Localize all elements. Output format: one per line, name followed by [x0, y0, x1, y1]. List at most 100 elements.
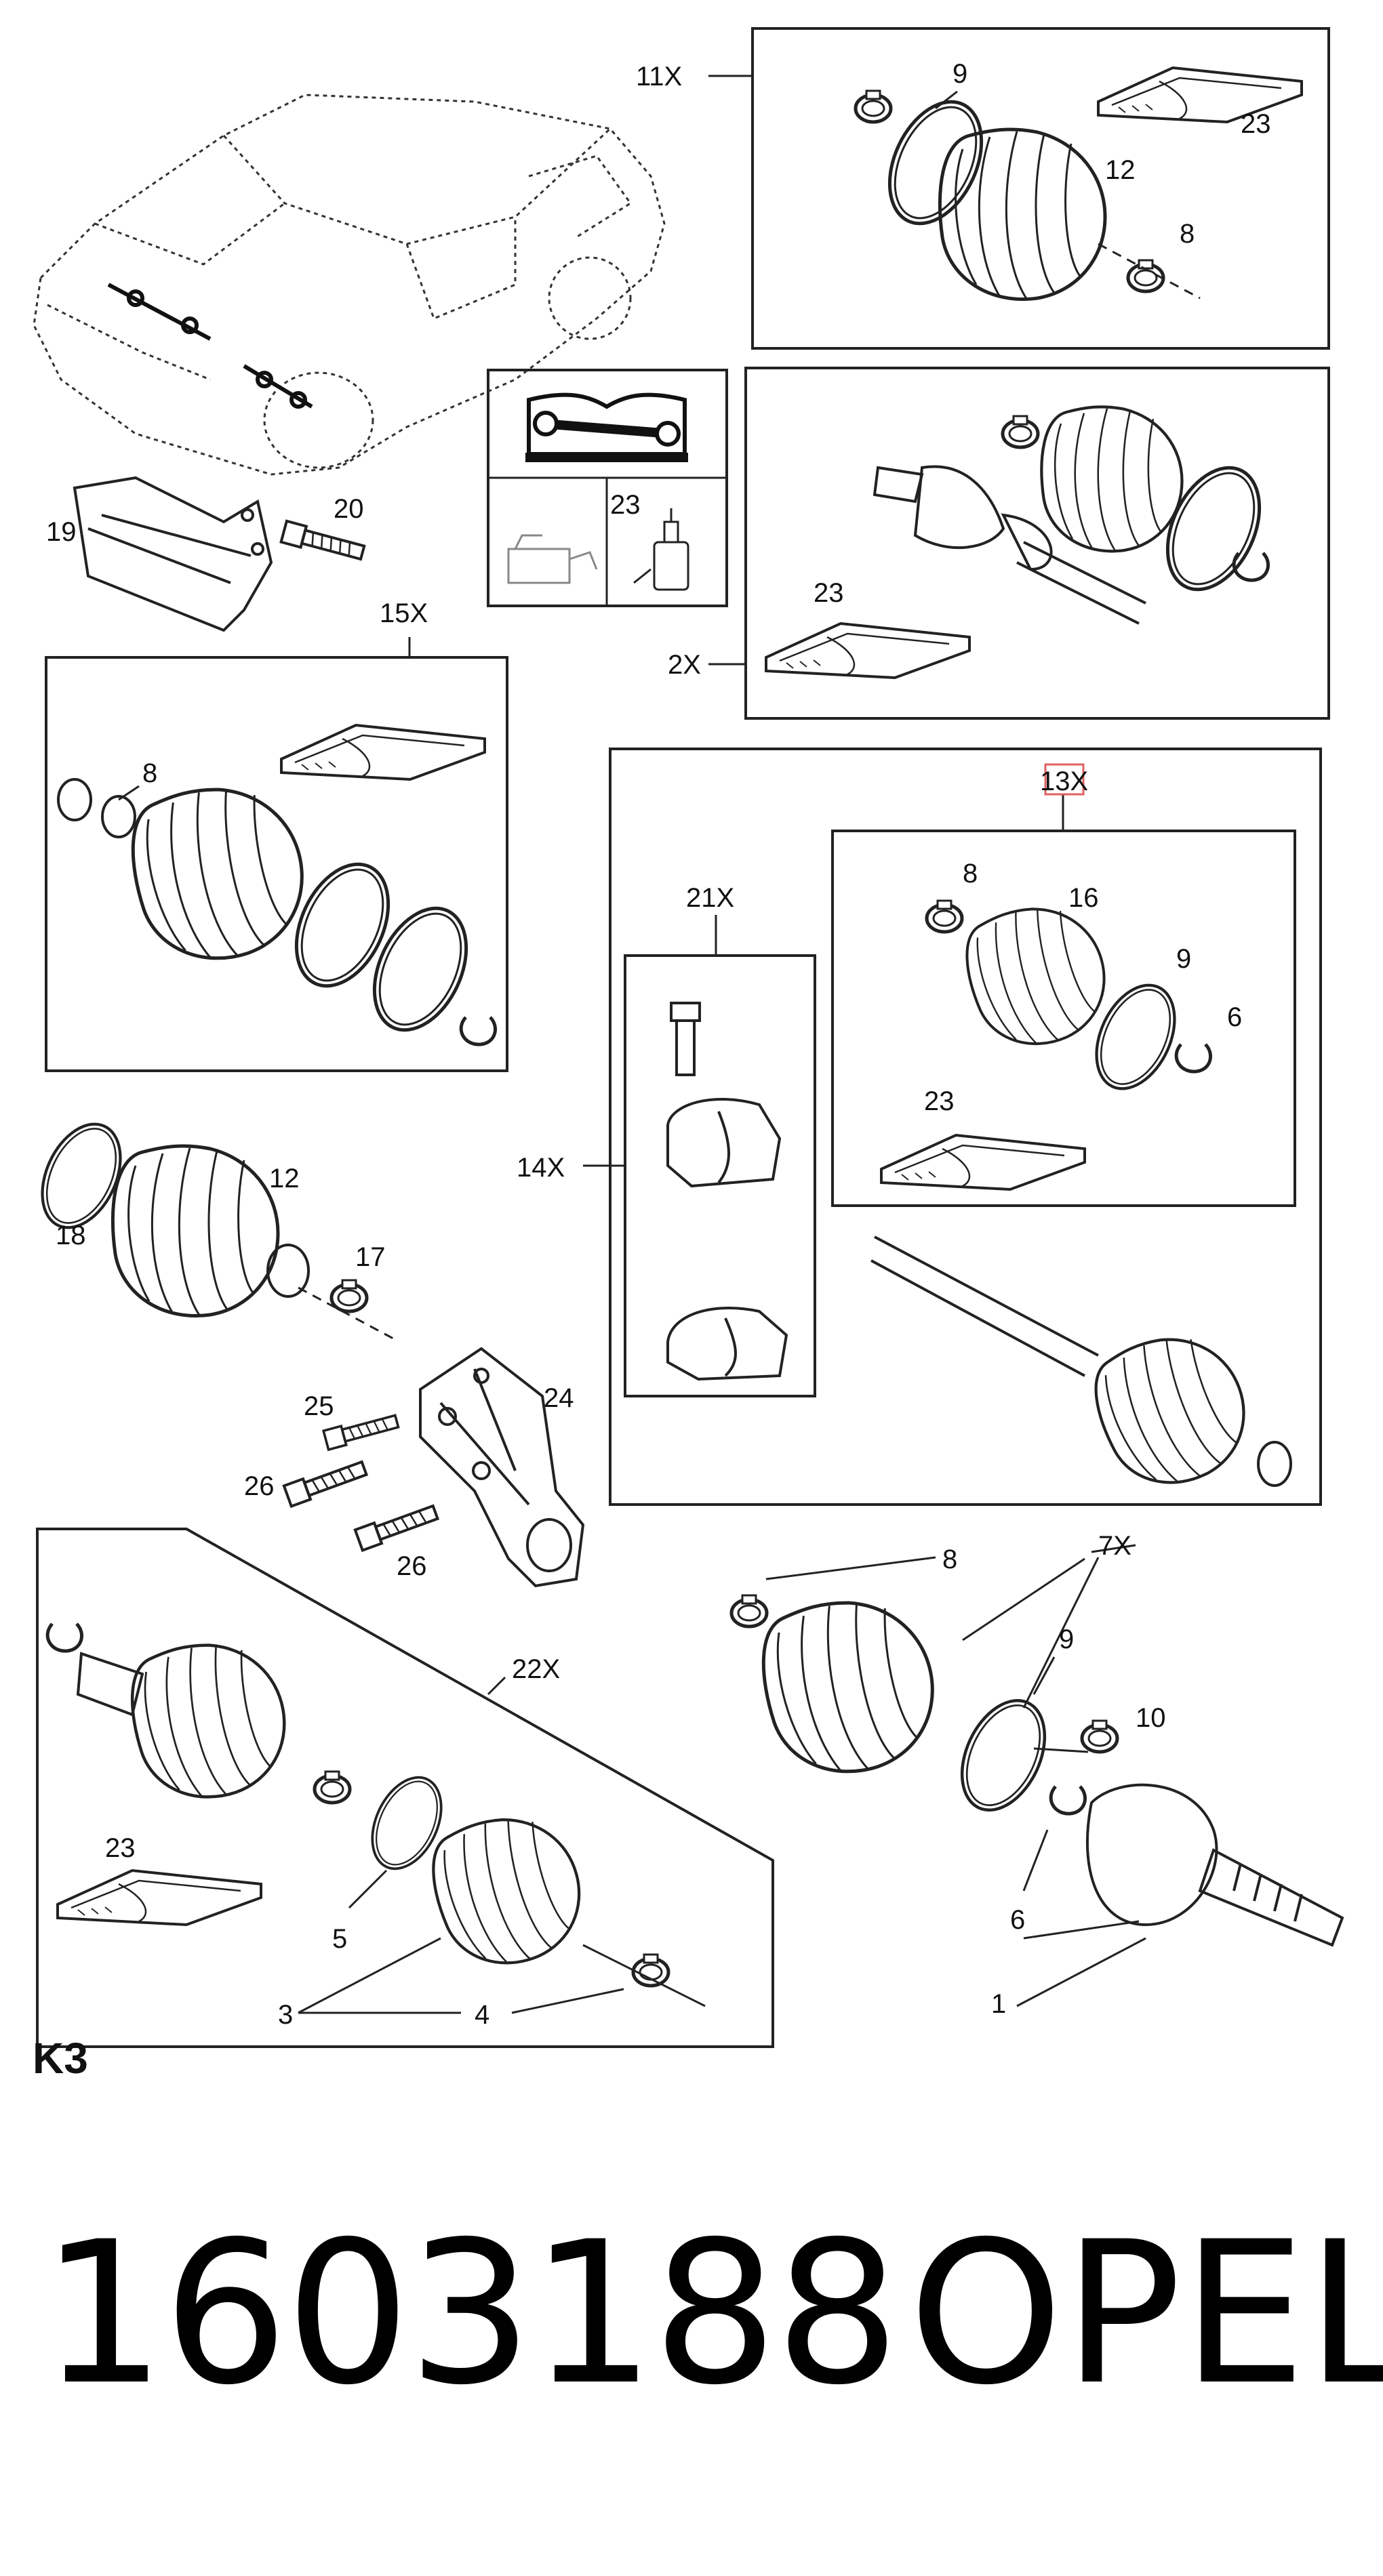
ring-5: [357, 1765, 456, 1881]
callout-26-b: 26: [397, 1551, 427, 1581]
clamp-22x-a: [315, 1772, 350, 1803]
ring-13x: [1081, 973, 1190, 1101]
bolt-26-b: [353, 1500, 441, 1552]
clamp-13x: [927, 901, 962, 932]
kit-22x-frame: [36, 1528, 774, 2048]
collar-12-mid: [266, 1244, 310, 1298]
callout-18: 18: [56, 1221, 86, 1250]
ring-15x-a: [57, 778, 92, 821]
callout-6-13x: 6: [1227, 1002, 1242, 1032]
shaft-joint-2x: [873, 465, 1146, 625]
callout-25: 25: [304, 1391, 334, 1421]
kit-2x-frame: [744, 367, 1330, 720]
boot-7x: [753, 1589, 946, 1785]
clamp-8-lower: [731, 1595, 767, 1627]
driveshaft-14x: [870, 1235, 1099, 1377]
bracket-21x-lower: [666, 1307, 788, 1381]
callout-4: 4: [475, 2000, 489, 2030]
callout-9-top: 9: [953, 59, 967, 89]
grease-tube-icon: [633, 508, 689, 591]
boot-3: [422, 1803, 595, 1979]
spline-14x: [1257, 1441, 1292, 1487]
callout-9-13x: 9: [1176, 944, 1191, 974]
circlip-15x: [461, 1017, 495, 1044]
callout-8-15x: 8: [142, 758, 157, 788]
callout-12-top: 12: [1105, 155, 1136, 185]
callout-15x: 15X: [380, 598, 428, 628]
boot-15x: [123, 775, 315, 972]
callout-26-a: 26: [244, 1471, 275, 1501]
callout-2x: 2X: [668, 650, 701, 680]
callout-1: 1: [991, 1989, 1006, 2019]
clamp-10: [1082, 1721, 1117, 1752]
callout-7x: 7X: [1098, 1531, 1131, 1561]
circlip-6-lower: [1051, 1786, 1085, 1814]
callout-5: 5: [332, 1924, 347, 1954]
boot-2x: [1041, 407, 1182, 551]
clamp-2x: [1003, 416, 1038, 447]
page-code: K3: [33, 2034, 88, 2083]
outer-joint-1: [1086, 1783, 1344, 1947]
callout-8-top: 8: [1180, 219, 1195, 249]
car-driveshaft-highlight: [107, 283, 313, 409]
kit-14x-frame: [609, 748, 1322, 1506]
sachet-23-2x: [765, 622, 971, 679]
sachet-23-top: [1097, 66, 1303, 123]
callout-23-2x: 23: [814, 578, 844, 608]
callout-8-13x: 8: [963, 859, 978, 888]
leader-lines: [118, 75, 1146, 2014]
oil-can-icon: [507, 534, 598, 584]
kit-21x-frame: [624, 954, 816, 1397]
ring-15x-c: [278, 850, 406, 1001]
sachet-23-22x: [56, 1869, 262, 1926]
callout-22x: 22X: [512, 1654, 560, 1684]
callout-8-lower: 8: [942, 1545, 957, 1574]
callout-9-lower: 9: [1059, 1624, 1074, 1654]
highlight-13x: [1044, 763, 1085, 796]
bracket-21x-upper: [666, 1098, 782, 1188]
callout-23-top: 23: [1241, 109, 1271, 139]
callout-14x: 14X: [517, 1153, 565, 1183]
clamp-22x-b: [633, 1955, 668, 1986]
callout-23-13x: 23: [924, 1086, 955, 1116]
bracket-24: [419, 1347, 585, 1588]
circlip-6-13x: [1176, 1044, 1210, 1071]
bolt-21x: [670, 1002, 701, 1076]
boot-12-mid: [113, 1146, 278, 1316]
clamp-17: [332, 1280, 367, 1311]
kit-11x-frame: [751, 27, 1330, 350]
callout-23-panel: 23: [610, 490, 641, 520]
callout-17: 17: [355, 1242, 386, 1272]
callout-3: 3: [278, 2000, 293, 2030]
kit-15x-frame: [45, 656, 508, 1072]
brand-name: OPEL: [908, 2200, 1383, 2428]
heat-shield-19: [73, 476, 273, 632]
bolt-25: [322, 1410, 401, 1451]
callout-12-mid: 12: [269, 1164, 300, 1193]
callout-23-22x: 23: [105, 1833, 136, 1863]
car-outline-illustration: [33, 94, 666, 476]
callout-labels: 11X 9 23 12 8 20 1 9 23 23 2X 15X 8 13X 8…: [46, 59, 1271, 2030]
circlip-22x: [47, 1624, 81, 1651]
callout-13x: 13X: [1040, 766, 1088, 796]
bolt-26-a: [282, 1456, 369, 1508]
boot-16: [956, 893, 1119, 1058]
ring-15x-d: [356, 894, 484, 1045]
sachet-23-15x: [280, 724, 486, 781]
callout-10: 10: [1136, 1703, 1166, 1733]
ring-9-lower: [946, 1688, 1061, 1824]
callout-6-lower: 6: [1010, 1905, 1025, 1935]
boot-22x-inner: [123, 1632, 296, 1809]
callout-11x: 11X: [636, 62, 682, 91]
callout-20: 20: [334, 494, 364, 524]
kit-13x-frame: [831, 830, 1296, 1207]
part-number: 1603188: [41, 2200, 900, 2428]
ring-2x: [1149, 453, 1277, 605]
manual-wrench-icon: [525, 392, 688, 462]
bolt-20: [279, 519, 367, 565]
boot-14x: [1082, 1318, 1264, 1502]
sachet-23-13x: [880, 1134, 1086, 1191]
ring-15x-b: [101, 795, 136, 838]
callout-21x: 21X: [686, 883, 734, 913]
